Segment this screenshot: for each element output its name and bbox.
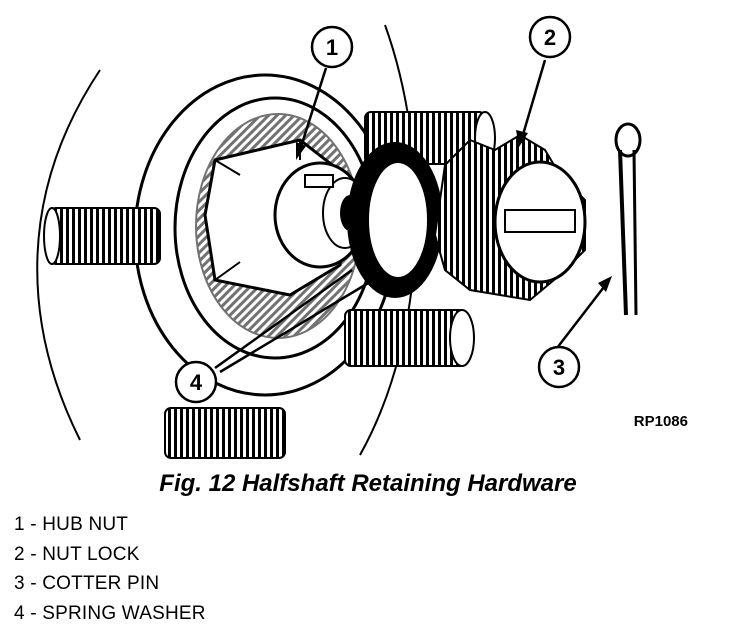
svg-text:4: 4 <box>190 370 203 395</box>
svg-text:2: 2 <box>544 25 556 50</box>
legend-item-spring-washer: 4 - SPRING WASHER <box>14 602 206 624</box>
svg-text:3: 3 <box>553 355 565 380</box>
legend-item-nut-lock: 2 - NUT LOCK <box>14 543 140 565</box>
figure-caption: Fig. 12 Halfshaft Retaining Hardware <box>159 470 577 497</box>
callout-1: 1 <box>310 25 354 69</box>
wheel-stud <box>164 407 286 459</box>
leader-lines <box>214 59 608 374</box>
figure-code: RP1086 <box>634 413 688 430</box>
cotter-pin <box>614 122 642 316</box>
arrowheads <box>296 130 612 292</box>
callout-4: 4 <box>174 360 218 404</box>
parts-legend: 1 - HUB NUT 2 - NUT LOCK 3 - COTTER PIN … <box>14 510 206 628</box>
callout-3: 3 <box>537 345 581 389</box>
callout-2: 2 <box>528 15 572 59</box>
legend-item-hub-nut: 1 - HUB NUT <box>14 514 129 535</box>
wheel-stud <box>344 309 475 367</box>
spring-washer <box>347 142 443 298</box>
legend-item-cotter-pin: 3 - COTTER PIN <box>14 573 160 594</box>
nut-lock <box>433 133 587 302</box>
halfshaft-hardware-drawing: 1 2 3 4 RP1086 <box>36 15 688 459</box>
svg-text:1: 1 <box>326 35 338 60</box>
wheel-stud <box>43 207 161 265</box>
